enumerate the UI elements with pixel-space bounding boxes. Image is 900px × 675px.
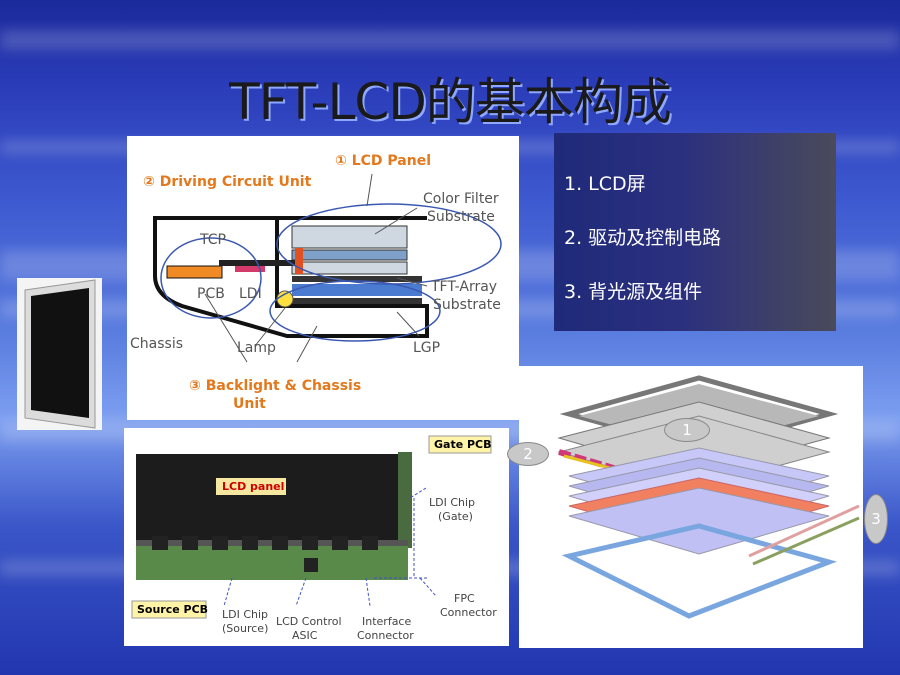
list-item-backlight: 3. 背光源及组件 [564, 281, 703, 303]
exploded-view-diagram [519, 366, 863, 648]
label-asic-2: ASIC [292, 629, 318, 642]
pcb-layout-diagram: LCD panel Gate PCB Source PCB LDI Chip (… [124, 428, 509, 646]
label-ldi: LDI [239, 286, 262, 302]
list-item-lcd: 1. LCD屏 [564, 173, 646, 195]
label-pcb: PCB [197, 286, 225, 302]
label-lcd-panel: ① LCD Panel [335, 153, 431, 169]
list-item-driver: 2. 驱动及控制电路 [564, 227, 722, 249]
label-ldi-gate-1: LDI Chip [429, 496, 475, 509]
monitor-illustration [24, 279, 96, 429]
label-fpc-1: FPC [454, 592, 475, 605]
label-tcp: TCP [199, 232, 226, 248]
label-driving-unit: ② Driving Circuit Unit [143, 174, 312, 190]
callout-2: 2 [507, 442, 549, 466]
label-ldi-source-1: LDI Chip [222, 608, 268, 621]
label-backlight-2: Unit [233, 396, 266, 412]
label-fpc-2: Connector [440, 606, 497, 619]
label-interface-2: Connector [357, 629, 414, 642]
label-ldi-source-2: (Source) [222, 622, 268, 635]
monitor-photo [17, 278, 102, 430]
label-ldi-gate-2: (Gate) [438, 510, 473, 523]
label-tft-array-1: TFT-Array [430, 279, 497, 295]
label-color-filter-2: Substrate [427, 209, 495, 225]
label-source-pcb: Source PCB [137, 603, 208, 616]
label-lcd-panel-photo: LCD panel [222, 480, 284, 493]
label-tft-array-2: Substrate [433, 297, 501, 313]
label-chassis: Chassis [130, 336, 183, 352]
label-backlight-1: ③ Backlight & Chassis [189, 378, 361, 394]
label-gate-pcb: Gate PCB [434, 438, 492, 451]
slide-title: TFT-LCD的基本构成 [229, 73, 672, 131]
callout-1: 1 [664, 418, 710, 442]
label-asic-1: LCD Control [276, 615, 342, 628]
cross-section-diagram: ① LCD Panel ② Driving Circuit Unit Color… [127, 136, 519, 420]
label-lgp: LGP [413, 340, 440, 356]
label-lamp: Lamp [237, 340, 276, 356]
component-list: 1. LCD屏 2. 驱动及控制电路 3. 背光源及组件 [554, 133, 836, 331]
callout-3: 3 [864, 494, 888, 544]
label-interface-1: Interface [362, 615, 411, 628]
label-color-filter-1: Color Filter [423, 191, 499, 207]
